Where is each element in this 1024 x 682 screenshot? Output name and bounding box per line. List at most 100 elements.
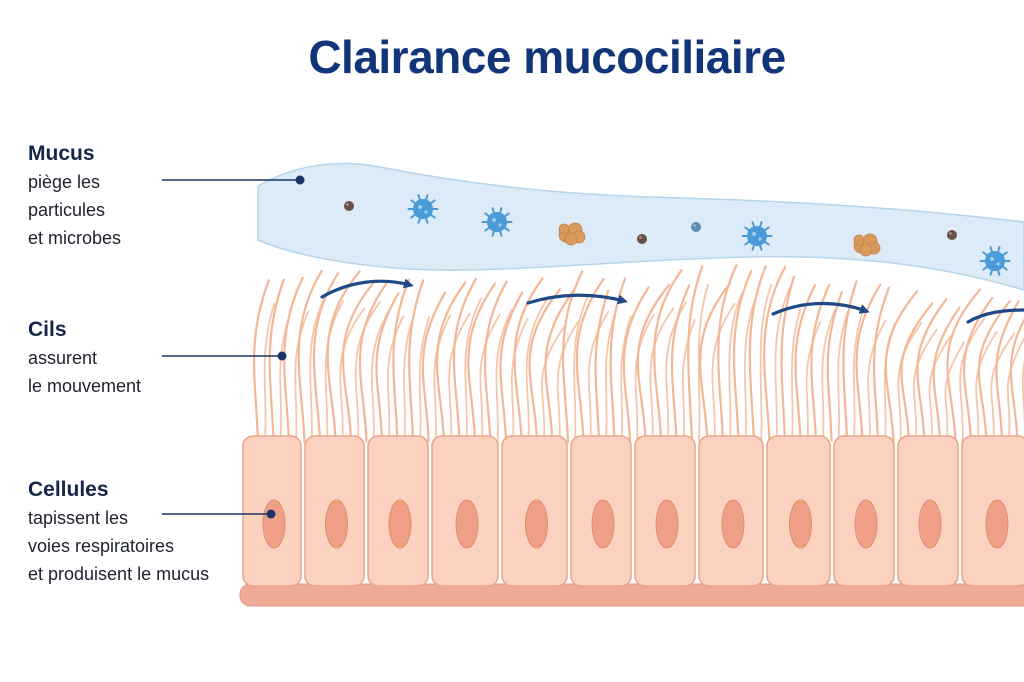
cils-heading: Cils [28, 318, 67, 341]
cilium [837, 310, 849, 442]
cilium [916, 298, 948, 444]
label-cils: Cils assurent le mouvement [28, 316, 141, 400]
cilium [728, 292, 743, 443]
particle-icon-shine [693, 224, 696, 227]
cilium [932, 306, 961, 444]
cell-nucleus [918, 499, 942, 549]
movement-arrow-icon [966, 308, 1024, 324]
cils-leader-dot [277, 351, 287, 361]
cilium [717, 264, 738, 444]
cilium [464, 297, 482, 442]
cellules-desc-line-3: et produisent le mucus [28, 564, 210, 584]
virus-spot [758, 237, 762, 241]
cilium [326, 270, 361, 442]
cilium [528, 288, 562, 443]
movement-arrows [320, 278, 1024, 324]
cell-nucleus [262, 499, 286, 549]
cilium [283, 276, 304, 444]
cilium [421, 291, 447, 443]
cilium [810, 283, 831, 444]
cilium [573, 295, 589, 444]
particle-icon [691, 222, 701, 232]
virus-icon [741, 221, 773, 251]
label-cellules: Cellules tapissent les voies respiratoir… [28, 476, 209, 588]
particle-icon [637, 234, 647, 244]
cilium [392, 278, 411, 444]
cilium [544, 289, 575, 445]
cell-nucleus [854, 499, 878, 549]
mucus-band [257, 162, 1024, 291]
cilium [928, 334, 952, 443]
cilium [821, 309, 836, 444]
cilium [324, 300, 344, 444]
cilium [448, 312, 471, 444]
cilium [386, 315, 405, 442]
particle-icon-shine [639, 236, 642, 239]
cilium [774, 286, 792, 444]
cilium [594, 289, 610, 443]
cilium [653, 269, 683, 442]
cilium [759, 283, 773, 445]
mucus-heading: Mucus [28, 142, 95, 165]
particle-icon-shine [346, 203, 349, 206]
cilium [959, 317, 986, 443]
clump-blob [558, 223, 570, 235]
cell-nucleus [985, 499, 1009, 549]
cell-nucleus [591, 499, 615, 549]
mucus-layer [257, 162, 1024, 291]
cilium [467, 282, 497, 442]
virus-spot [990, 257, 994, 261]
cilium [699, 281, 732, 444]
epithelial-cell [501, 435, 568, 587]
cilium [510, 318, 529, 443]
mucus-leader-dot [295, 175, 305, 185]
cilium [900, 302, 934, 443]
cilium [649, 307, 675, 442]
cilium [483, 280, 508, 445]
virus-body [985, 251, 1005, 271]
cilium [634, 313, 655, 443]
epithelial-cell [897, 435, 959, 587]
clump-blob [859, 243, 873, 257]
cilium [403, 312, 416, 444]
cilium [561, 270, 584, 444]
page-title: Clairance mucociliaire [308, 31, 786, 83]
epithelial-cell [766, 435, 831, 587]
cilium [499, 291, 524, 443]
cilium [253, 279, 270, 444]
virus-spot [418, 205, 422, 209]
cilium [622, 286, 650, 443]
cilium [990, 332, 1016, 443]
cilium [852, 310, 864, 442]
cilium [620, 315, 632, 444]
cilium [946, 288, 982, 443]
virus-spot [492, 218, 496, 222]
leader-lines [162, 175, 305, 519]
cell-nucleus [655, 499, 679, 549]
cell-nucleus [455, 499, 479, 549]
clump-blob [853, 234, 865, 246]
cellules-leader-dot [266, 509, 276, 519]
cilia-group [253, 264, 1024, 445]
cilium [435, 281, 467, 444]
dust-clump-icon [853, 233, 881, 257]
particle-icon-shine [949, 232, 952, 235]
cilium [297, 269, 323, 444]
virus-spot [752, 232, 756, 236]
virus-icon [979, 246, 1011, 276]
cilium [1021, 361, 1024, 444]
particle-icon-body [947, 230, 957, 240]
cilium [636, 283, 671, 442]
clump-blob [564, 232, 578, 246]
cilium [408, 279, 425, 443]
cilium [452, 277, 477, 442]
virus-icon [407, 194, 439, 224]
cilium [370, 306, 393, 443]
virus-body [413, 199, 433, 219]
cilium [687, 265, 704, 442]
cilium [780, 275, 796, 444]
virus-icon [481, 207, 513, 237]
cilium [268, 278, 285, 443]
cilium [358, 282, 388, 443]
